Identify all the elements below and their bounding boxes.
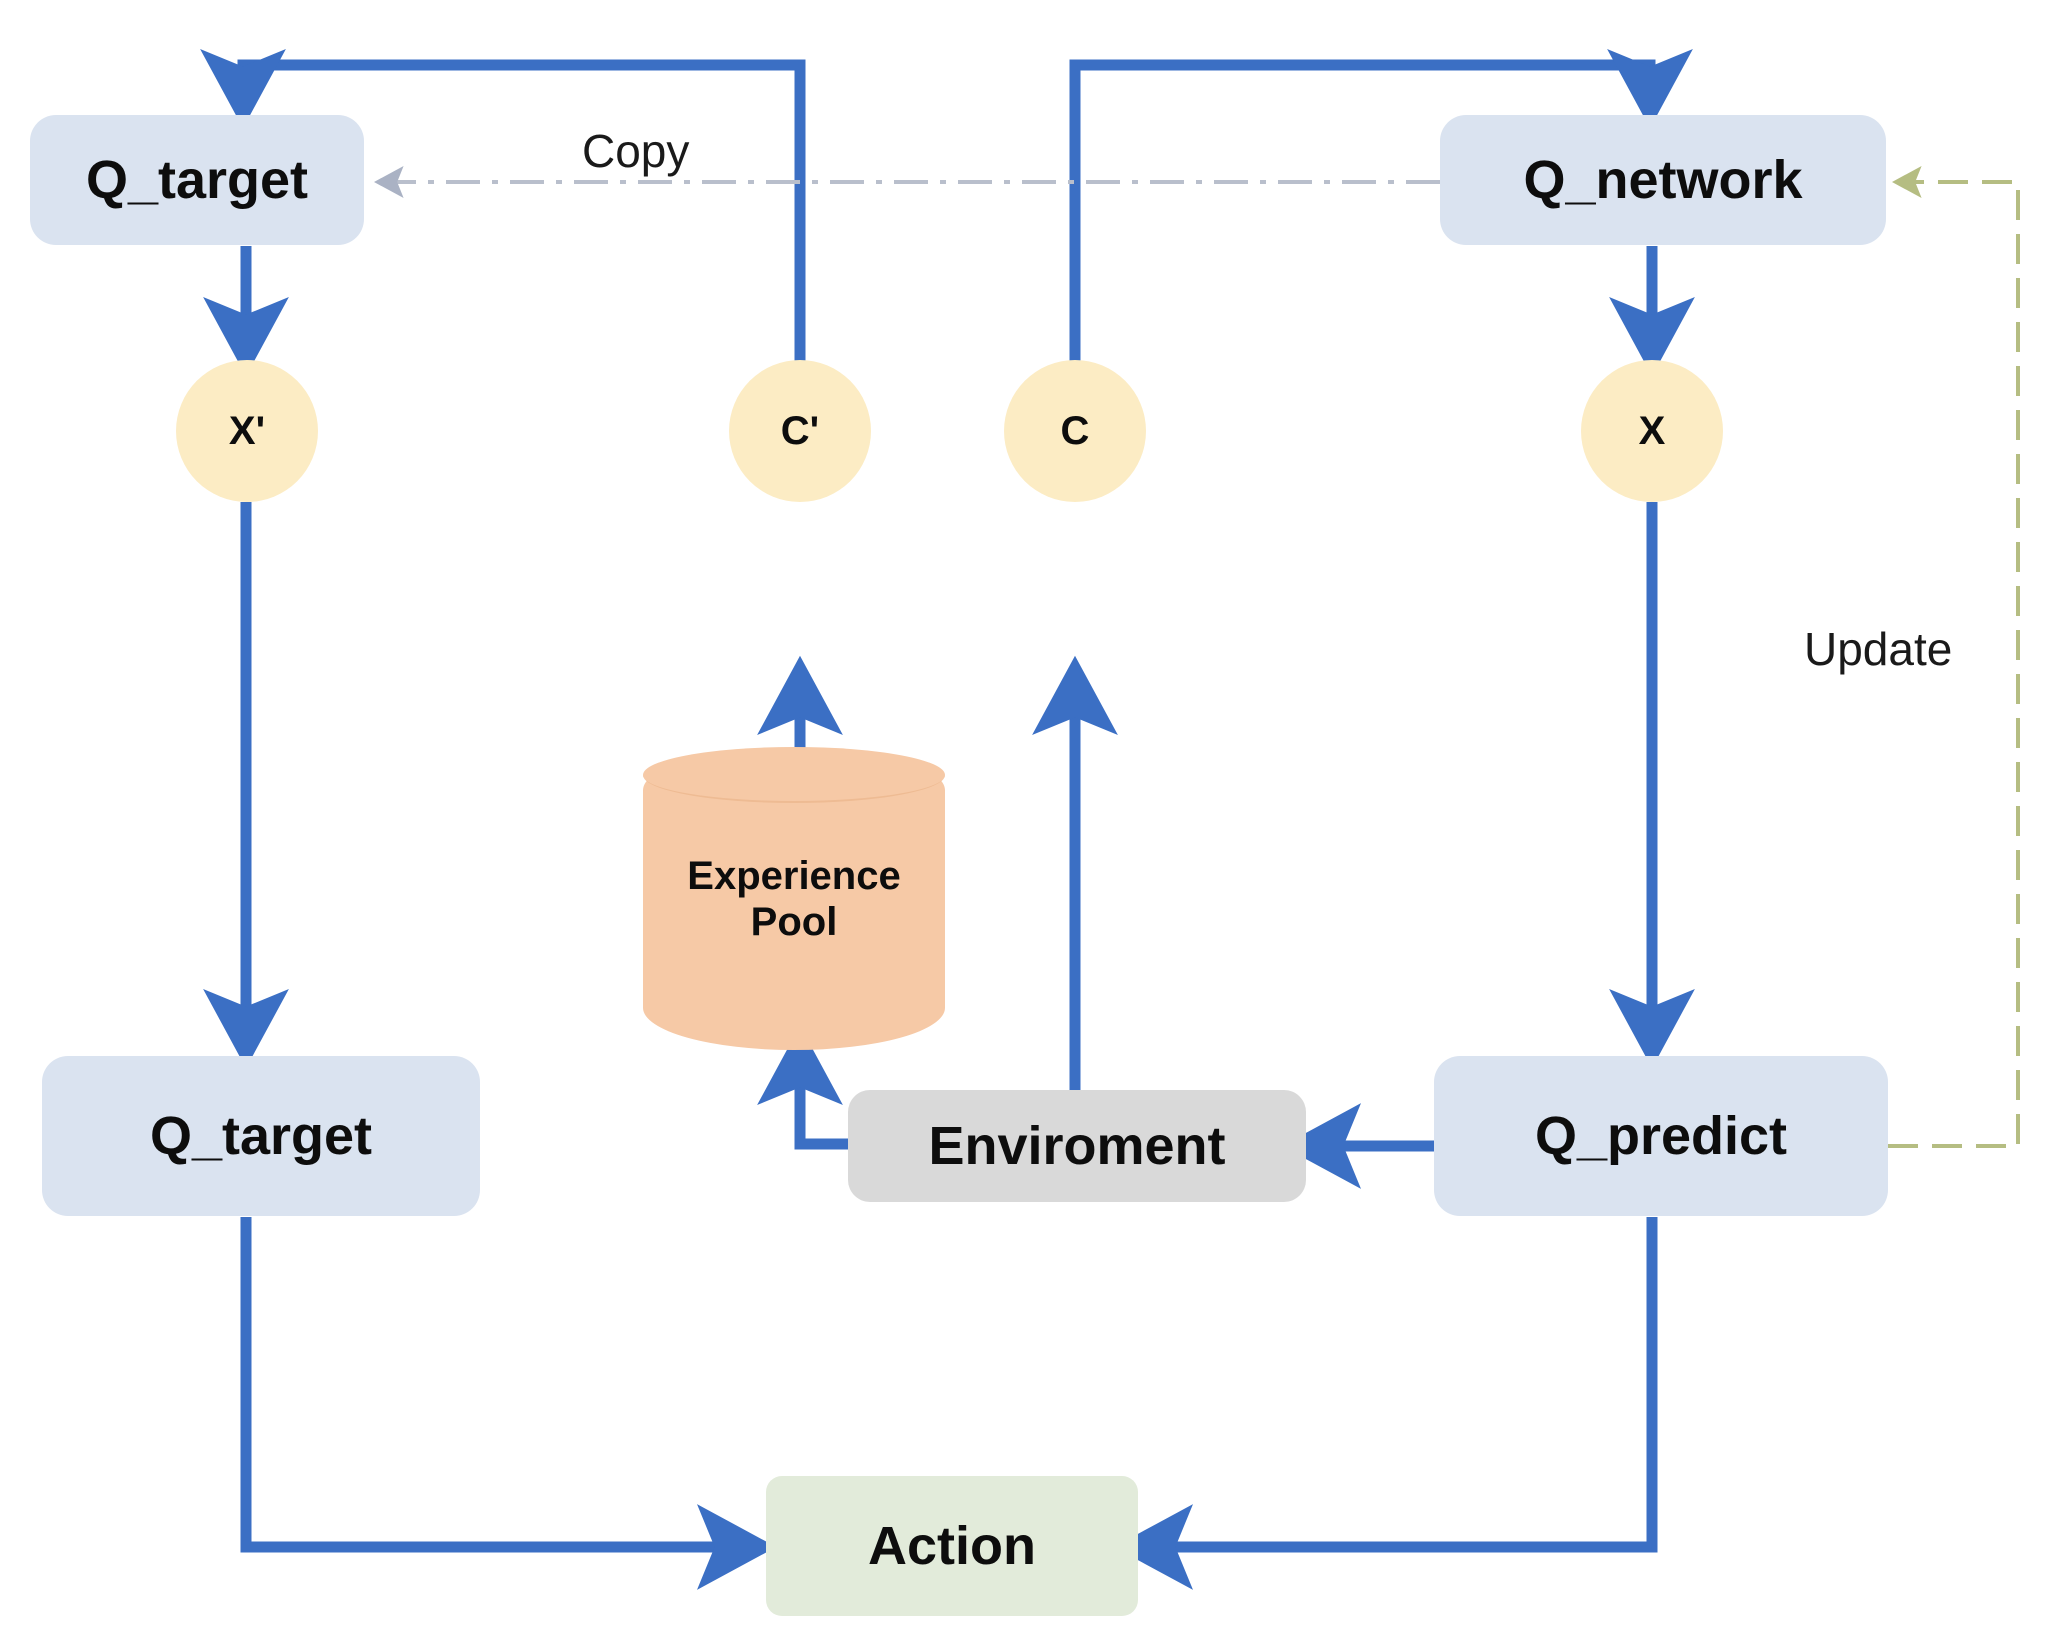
node-c-prime[interactable]: C': [729, 360, 871, 502]
node-x-label: X: [1638, 408, 1666, 453]
edge-label-copy: Copy: [582, 125, 690, 177]
node-experience-pool-label-line2: Pool: [750, 900, 838, 944]
node-environment-label: Enviroment: [928, 1116, 1226, 1176]
node-q-network-label: Q_network: [1523, 150, 1803, 210]
node-q-network[interactable]: Q_network: [1440, 115, 1886, 245]
node-q-predict[interactable]: Q_predict: [1434, 1056, 1888, 1216]
node-experience-pool[interactable]: Experience Pool: [643, 747, 945, 1050]
node-experience-pool-label-line1: Experience: [687, 854, 901, 898]
node-q-predict-label: Q_predict: [1534, 1106, 1788, 1166]
node-c[interactable]: C: [1004, 360, 1146, 502]
node-c-prime-label: C': [780, 408, 820, 453]
node-x-prime[interactable]: X': [176, 360, 318, 502]
node-q-target-top-label: Q_target: [85, 150, 309, 210]
node-x-prime-label: X': [228, 408, 266, 453]
node-action[interactable]: Action: [766, 1476, 1138, 1616]
node-x[interactable]: X: [1581, 360, 1723, 502]
node-environment[interactable]: Enviroment: [848, 1090, 1306, 1202]
node-q-target-top[interactable]: Q_target: [30, 115, 364, 245]
node-action-label: Action: [868, 1516, 1036, 1576]
node-c-label: C: [1060, 408, 1090, 453]
cylinder-top-ellipse: [643, 747, 945, 803]
edge-label-update: Update: [1804, 623, 1953, 675]
node-q-target-bottom[interactable]: Q_target: [42, 1056, 480, 1216]
node-q-target-bottom-label: Q_target: [149, 1106, 373, 1166]
